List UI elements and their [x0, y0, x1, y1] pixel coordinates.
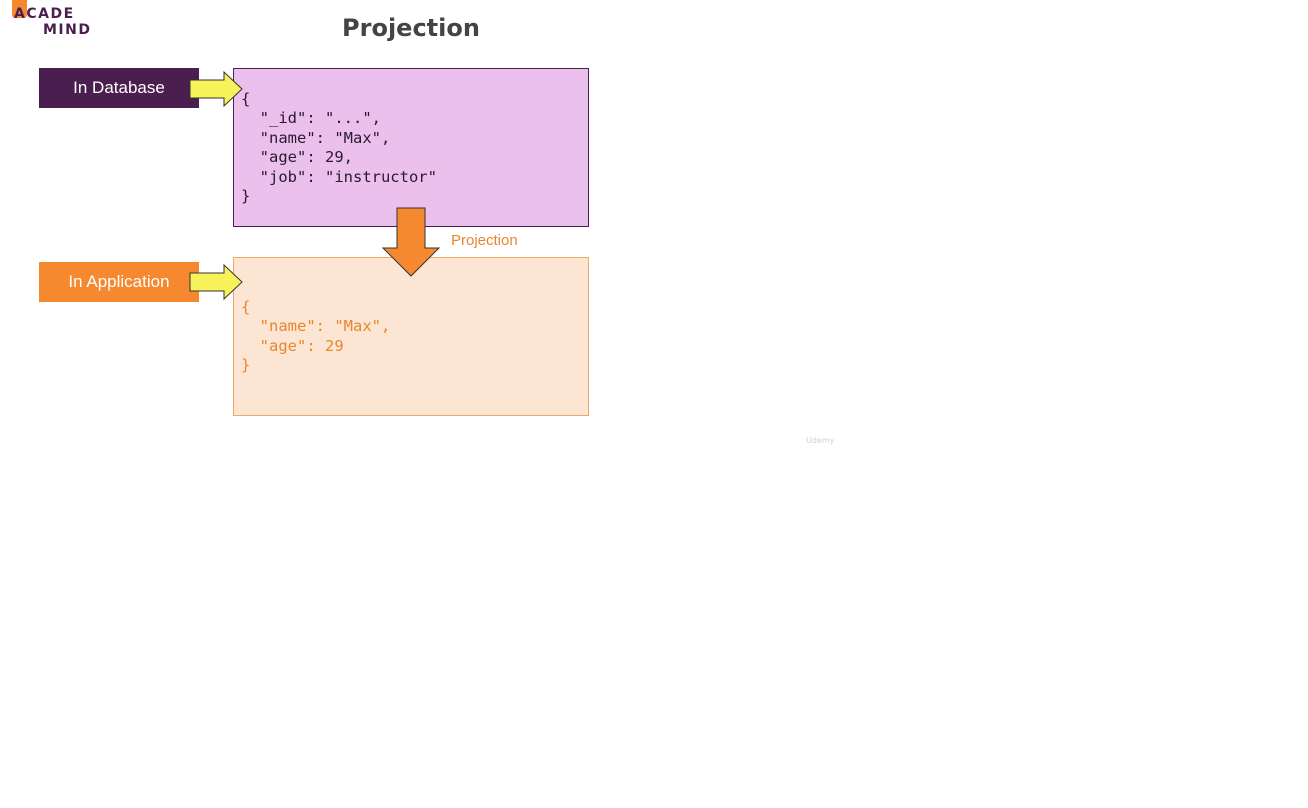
logo-text-bottom: MIND	[43, 22, 92, 38]
udemy-watermark: Udemy	[806, 436, 835, 445]
projection-arrow-label: Projection	[451, 232, 518, 249]
database-pointer-arrow-icon	[189, 70, 243, 108]
academind-logo: ACADE MIND	[12, 0, 92, 40]
database-document-code: { "_id": "...", "name": "Max", "age": 29…	[241, 90, 437, 206]
in-database-label: In Database	[39, 68, 199, 108]
application-document-box: { "name": "Max", "age": 29 }	[233, 257, 589, 416]
slide-title: Projection	[342, 14, 480, 42]
in-application-label: In Application	[39, 262, 199, 302]
database-document-box: { "_id": "...", "name": "Max", "age": 29…	[233, 68, 589, 227]
application-document-code: { "name": "Max", "age": 29 }	[241, 298, 391, 375]
application-pointer-arrow-icon	[189, 263, 243, 301]
projection-down-arrow-icon	[381, 207, 441, 277]
logo-text-top: ACADE	[14, 6, 75, 22]
logo-mark	[12, 0, 27, 18]
